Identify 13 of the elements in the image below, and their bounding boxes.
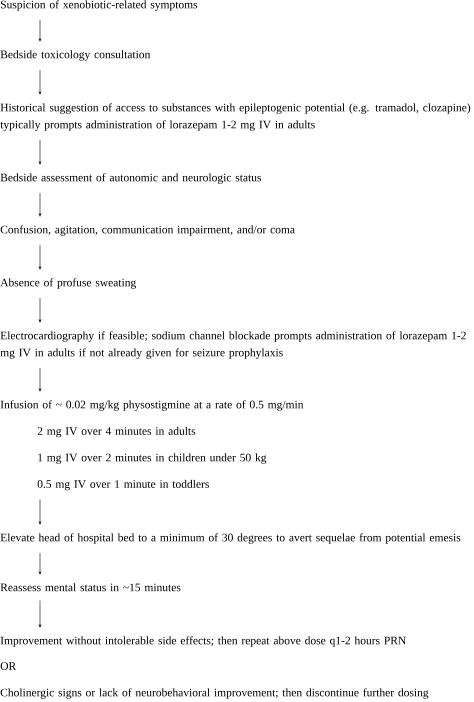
note-text: OR	[0, 662, 16, 670]
step-text: Infusion of ~ 0.02 mg/kg physostigmine at a rate of 0.5 mg/min 2 mg IV over 4 minutes in adults 1 mg IV over 2 minutes in children under 50 kg 0.5 mg IV over 1 minute in toddlers	[0, 400, 304, 490]
step-text: Absence of profuse sweating	[0, 278, 136, 289]
step-text: Suspicion of xenobiotic-related symptoms	[0, 0, 198, 11]
step-text: Reassess mental status in ~15 minutes	[0, 583, 180, 592]
step-text: Elevate head of hospital bed to a minimum of 30 degrees to avert sequelae from potential emesis	[0, 533, 460, 544]
note-text: Cholinergic signs or lack of neurobehavioral improvement; then discontinue further dosing	[0, 688, 428, 699]
step-text: Historical suggestion of access to substances with epileptogenic potential (e.g. tramadol, clozapine) typically prompts administration of lorazepam 1-2 mg IV in adults	[0, 103, 470, 131]
step-text: Electrocardiography if feasible; sodium channel blockade prompts administration of lorazepam 1-2 mg IV in adults if not already given for seizure prophylaxis	[0, 331, 466, 359]
step-text: Bedside assessment of autonomic and neurologic status	[0, 173, 262, 184]
step-text: Improvement without intolerable side effects; then repeat above dose q1-2 hours PRN	[0, 636, 406, 647]
step-text: Confusion, agitation, communication impairment, and/or coma	[0, 225, 295, 236]
step-text: Bedside toxicology consultation	[0, 50, 150, 61]
